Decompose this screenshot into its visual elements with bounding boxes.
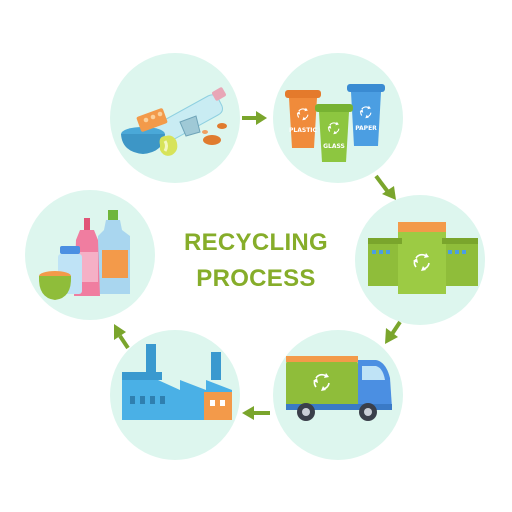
bin-label-paper: PAPER	[355, 125, 377, 132]
recycling-plant-icon	[368, 222, 478, 294]
bin-label-glass: GLASS	[323, 143, 345, 150]
arrow-factory-to-products	[114, 324, 130, 350]
bin-label-plastic: PLASTIC	[289, 127, 318, 134]
factory-icon	[122, 344, 232, 420]
title-line-2: PROCESS	[196, 265, 315, 292]
title-line-1: RECYCLING	[184, 229, 328, 256]
arrow-waste-to-sorting	[242, 111, 267, 125]
arrow-sorting-to-plant	[374, 174, 396, 200]
mixed-waste-icon	[121, 87, 227, 156]
new-products-icon	[38, 210, 130, 300]
arrow-plant-to-transport	[385, 320, 402, 344]
recycling-truck-icon	[286, 356, 392, 421]
arrow-transport-to-factory	[242, 406, 270, 420]
sorting-bins-icon: PLASTIC PAPER GLASS	[285, 84, 385, 162]
